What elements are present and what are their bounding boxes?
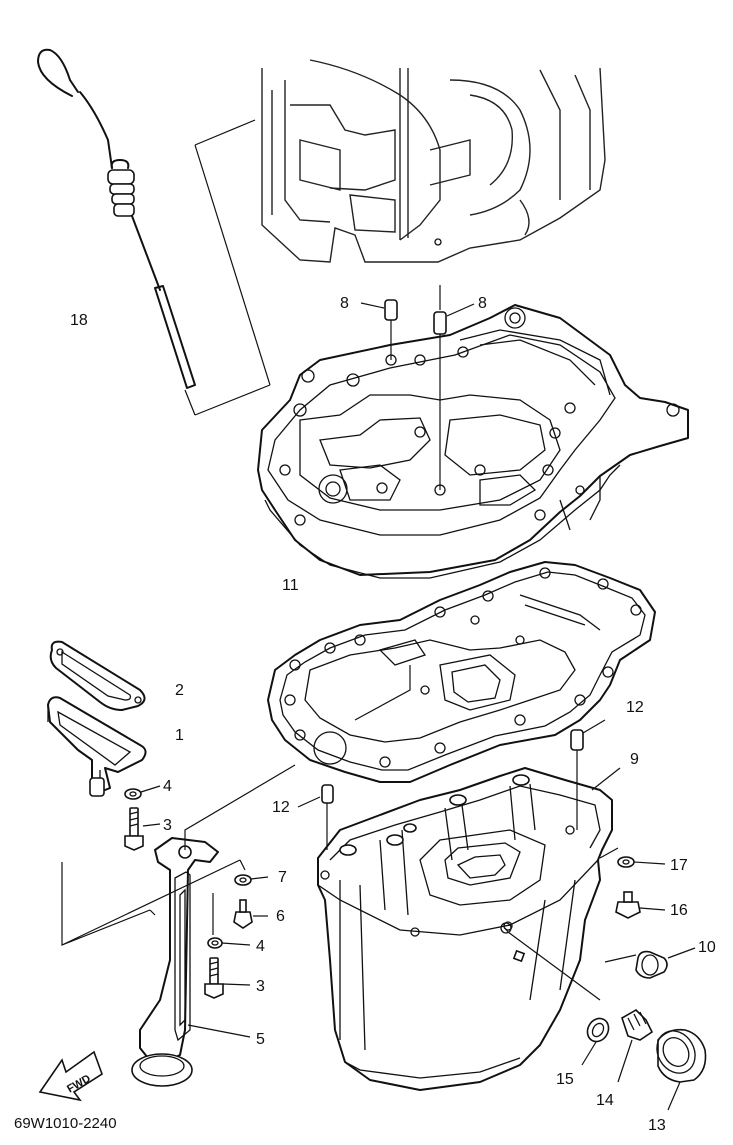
callout-4-lower: 4: [256, 938, 265, 955]
callout-14: 14: [596, 1092, 614, 1109]
gasket-2: [49, 640, 146, 711]
strainer-bracket: [61, 859, 246, 946]
callout-12-left: 12: [272, 799, 290, 816]
callout-17: 17: [670, 857, 688, 874]
callout-labels: 18 8 8 11 2 1 4 3 12 12 9 7 6 4 3 5 17 1…: [70, 295, 716, 1134]
callout-10: 10: [698, 939, 716, 956]
callout-9: 9: [630, 751, 639, 768]
gasket-11: [267, 561, 656, 783]
dowel-pin-12-right: [570, 719, 606, 830]
dowel-pin-12-left: [297, 784, 334, 850]
fwd-arrow-icon: FWD: [38, 1050, 103, 1102]
strainer-to-pan-leader: [184, 764, 296, 850]
callout-5: 5: [256, 1031, 265, 1048]
washer-17: [599, 847, 666, 868]
strainer-housing-1: [47, 696, 147, 797]
callout-13: 13: [648, 1117, 666, 1134]
exhaust-guide-plate: [257, 304, 689, 579]
callout-8-right: 8: [478, 295, 487, 312]
oil-strainer-5: [131, 837, 251, 1087]
bolt-16: [615, 891, 666, 919]
bolt-3-upper: [124, 807, 161, 851]
diagram-code: 69W1010-2240: [14, 1115, 117, 1132]
callout-12-right: 12: [626, 699, 644, 716]
dipstick-bracket: [184, 119, 271, 416]
washer-4-upper: [124, 785, 161, 800]
gasket-15: [581, 1017, 610, 1066]
washer-4-lower: [207, 893, 251, 949]
callout-6: 6: [276, 908, 285, 925]
callout-18: 18: [70, 312, 88, 329]
oil-pan-9: [317, 767, 621, 1091]
drain-screw-14: [617, 1009, 654, 1083]
callout-8-left: 8: [340, 295, 349, 312]
callout-3-upper: 3: [163, 817, 172, 834]
callout-16: 16: [670, 902, 688, 919]
callout-7: 7: [278, 869, 287, 886]
dowel-pin-8-right: [433, 285, 475, 490]
bolt-6: [233, 899, 268, 929]
dipstick-18: [37, 48, 196, 389]
dowel-pin-8-left: [360, 299, 398, 360]
washer-7: [234, 874, 269, 886]
callout-15: 15: [556, 1071, 574, 1088]
bolt-3-lower: [204, 957, 251, 999]
callout-11: 11: [282, 577, 299, 594]
callout-2: 2: [175, 682, 184, 699]
drain-hole: [500, 922, 512, 934]
engine-block: [261, 59, 606, 263]
callout-4-upper: 4: [163, 778, 172, 795]
callout-3-lower: 3: [256, 978, 265, 995]
callout-1: 1: [175, 727, 184, 744]
drain-plug-10: [604, 947, 696, 979]
drain-cover-13: [656, 1028, 707, 1111]
drain-hole-leader: [504, 927, 601, 1001]
